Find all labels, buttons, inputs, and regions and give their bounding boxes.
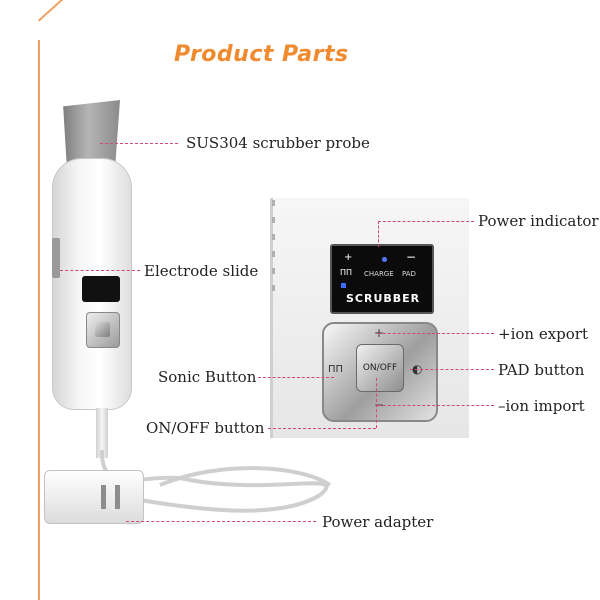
label-pad-button: PAD button	[498, 361, 585, 379]
electrode-slide	[52, 238, 60, 278]
label-power-adapter: Power adapter	[322, 513, 434, 531]
label-sonic-button: Sonic Button	[158, 368, 257, 386]
leader-probe	[100, 143, 178, 144]
leader-ion-import	[378, 405, 494, 406]
lcd-pulse-icon: ΠΠ	[340, 268, 353, 277]
frame-line-left	[38, 40, 40, 600]
label-ion-export: +ion export	[498, 325, 588, 343]
lcd-plus: +	[344, 252, 353, 263]
power-adapter	[44, 470, 144, 524]
lcd-minus: −	[406, 250, 417, 264]
label-power-indicator: Power indicator	[478, 212, 599, 230]
leader-adapter	[126, 521, 316, 522]
leader-sonic	[258, 377, 334, 378]
leader-ion-export	[378, 333, 494, 334]
frame-line-diagonal	[38, 0, 84, 22]
sonic-wave-icon: ΠΠ	[328, 364, 344, 375]
leader-power-indicator-v	[378, 221, 379, 247]
label-onoff-button: ON/OFF button	[146, 419, 265, 437]
lcd-charge: CHARGE	[364, 270, 394, 278]
onoff-key: ON/OFF	[356, 344, 404, 392]
leader-electrode	[60, 270, 140, 271]
label-probe: SUS304 scrubber probe	[186, 134, 370, 152]
lcd-pad: PAD	[402, 270, 416, 278]
leader-power-indicator	[378, 221, 474, 222]
panel-marks	[272, 200, 276, 320]
label-ion-import: –ion import	[498, 397, 585, 415]
leader-onoff-v	[376, 378, 377, 428]
device-cord	[96, 408, 108, 458]
leader-pad	[410, 369, 494, 370]
label-electrode-slide: Electrode slide	[144, 262, 259, 280]
lcd-brand: SCRUBBER	[346, 292, 421, 305]
device-display	[82, 276, 120, 302]
power-indicator-light	[382, 257, 387, 262]
scrubber-probe	[63, 100, 120, 164]
lcd-display: + − ΠΠ CHARGE PAD SCRUBBER	[330, 244, 434, 314]
device-button	[86, 312, 120, 348]
page-title: Product Parts	[174, 42, 349, 67]
lcd-square-indicator	[341, 283, 346, 288]
leader-onoff	[268, 428, 376, 429]
